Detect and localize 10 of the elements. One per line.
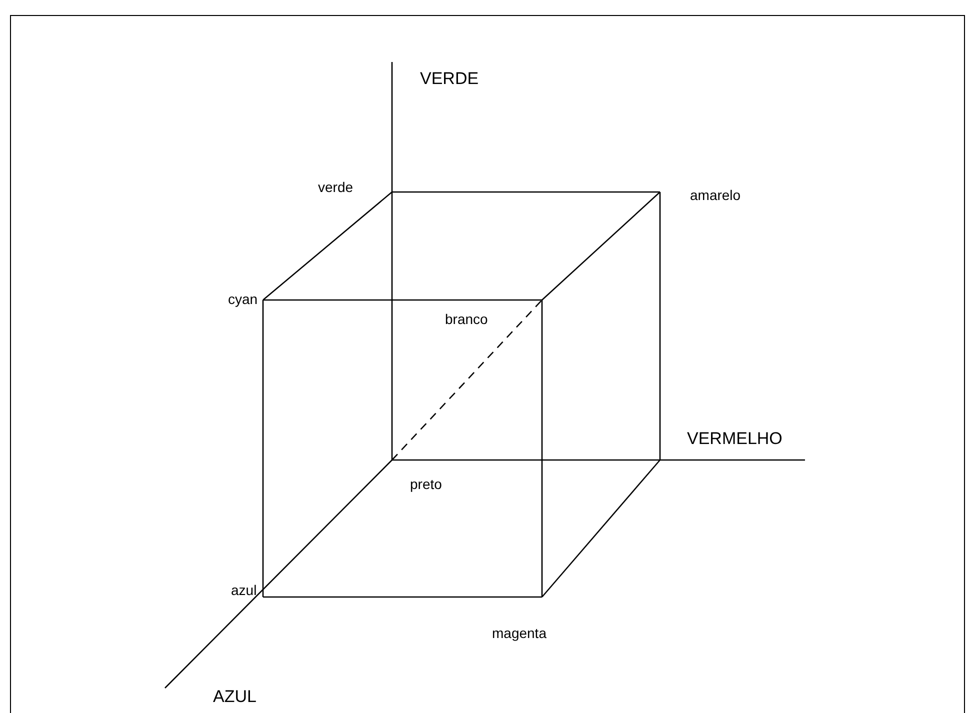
vertex-label: branco (445, 312, 488, 328)
vertex-label: preto (410, 477, 442, 492)
axis-label: VERDE (420, 70, 479, 89)
vertex-label: azul (231, 583, 257, 598)
axis-label: VERMELHO (687, 430, 782, 449)
axis-label: AZUL (213, 688, 256, 707)
vertex-label: amarelo (690, 188, 741, 204)
vertex-label: magenta (492, 626, 546, 642)
vertex-label: cyan (228, 292, 258, 308)
vertex-label: verde (318, 180, 354, 196)
